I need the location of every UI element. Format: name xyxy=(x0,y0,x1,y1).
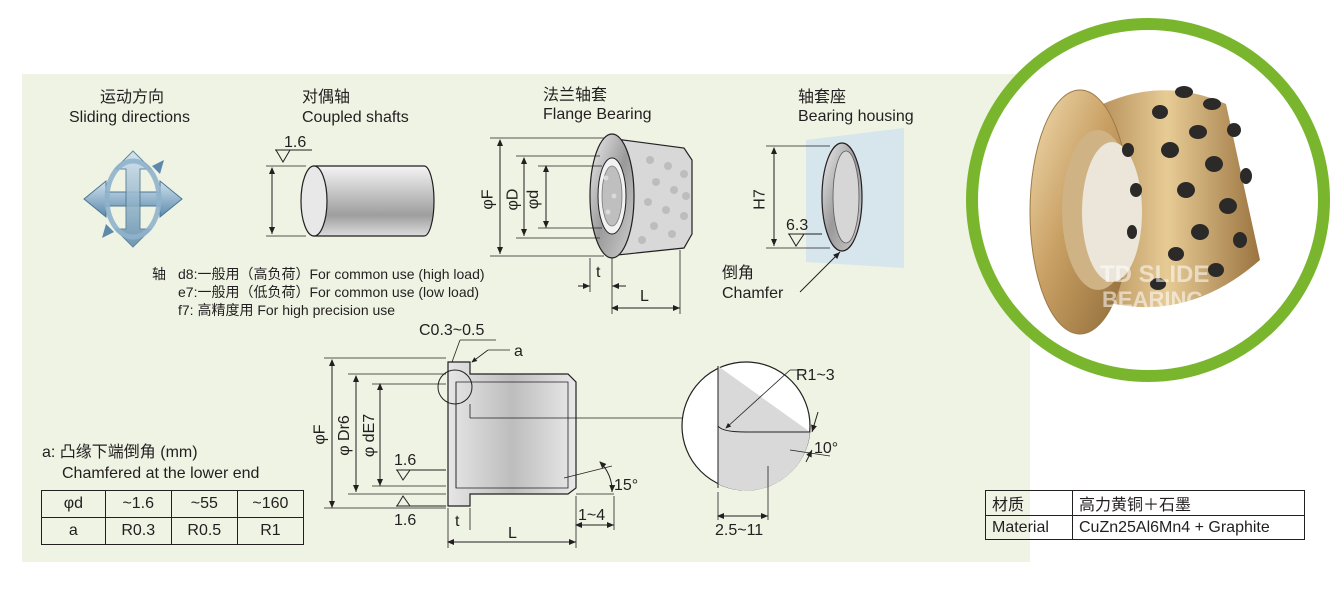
detail-width: 2.5~11 xyxy=(715,522,764,539)
section-t: t xyxy=(455,513,460,530)
coupled-shaft-drawing xyxy=(266,149,435,237)
shaft-tolerance-prefix: 轴 xyxy=(152,266,166,282)
section-a: a xyxy=(514,343,523,360)
section-dim-d: φ dE7 xyxy=(361,413,379,458)
housing-title-en: Bearing housing xyxy=(798,108,914,125)
material-row: 材质 高力黄铜＋石墨 xyxy=(985,490,1305,516)
bearing-housing-drawing xyxy=(766,128,904,293)
flange-bearing-drawing xyxy=(490,133,693,314)
table-cell: ~1.6 xyxy=(104,490,172,518)
chamfer-note-en: Chamfered at the lower end xyxy=(62,465,260,482)
table-cell: φd xyxy=(41,490,106,518)
housing-title-cn: 轴套座 xyxy=(798,89,847,106)
section-groove-depth: 1~4 xyxy=(578,507,606,524)
section-roughness-top: 1.6 xyxy=(394,452,417,469)
detail-angle: 10° xyxy=(814,440,839,457)
shaft-tolerance-line: e7:一般用（低负荷）For common use (low load) xyxy=(178,284,480,300)
shaft-roughness: 1.6 xyxy=(284,134,307,151)
housing-fit: H7 xyxy=(751,189,769,210)
table-cell: ~160 xyxy=(236,490,305,518)
sliding-title-en: Sliding directions xyxy=(69,109,190,126)
table-cell: ~55 xyxy=(170,490,238,518)
flange-title-cn: 法兰轴套 xyxy=(543,87,608,104)
product-photo xyxy=(966,18,1330,382)
flange-dim-d: φd xyxy=(525,189,543,210)
shaft-tolerance-line: d8:一般用（高负荷）For common use (high load) xyxy=(178,266,485,282)
chamfer-note-cn: a: 凸缘下端倒角 (mm) xyxy=(42,444,198,461)
detail-circle-drawing xyxy=(681,361,831,520)
shaft-tolerance-line: f7: 高精度用 For high precision use xyxy=(178,302,396,318)
material-table: 材质 高力黄铜＋石墨 Material CuZn25Al6Mn4 + Graph… xyxy=(985,490,1305,540)
shafts-title-cn: 对偶轴 xyxy=(302,89,351,106)
chamfer-table-row: a R0.3 R0.5 R1 xyxy=(41,517,305,545)
section-roughness-bottom: 1.6 xyxy=(394,512,417,529)
sliding-title-cn: 运动方向 xyxy=(100,89,165,106)
section-chamfer: C0.3~0.5 xyxy=(419,322,485,339)
housing-roughness: 6.3 xyxy=(786,217,809,234)
chamfer-table: φd ~1.6 ~55 ~160 a R0.3 R0.5 R1 xyxy=(41,490,305,545)
material-row: Material CuZn25Al6Mn4 + Graphite xyxy=(985,515,1305,540)
photo-watermark-1: TD SLIDE xyxy=(1100,261,1210,288)
table-cell: R0.5 xyxy=(170,517,238,545)
table-cell: a xyxy=(41,517,106,545)
section-dim-D: φ Dr6 xyxy=(335,415,353,456)
material-value: CuZn25Al6Mn4 + Graphite xyxy=(1072,515,1305,540)
section-angle: 15° xyxy=(614,477,639,494)
photo-watermark-2: BEARING xyxy=(1102,287,1204,312)
table-cell: R1 xyxy=(236,517,305,545)
housing-chamfer-en: Chamfer xyxy=(722,285,784,302)
flange-dim-L: L xyxy=(640,288,649,305)
flange-dim-t: t xyxy=(596,264,601,281)
material-label: 材质 xyxy=(985,490,1073,516)
flange-title-en: Flange Bearing xyxy=(543,106,652,123)
chamfer-table-header: φd ~1.6 ~55 ~160 xyxy=(41,490,305,518)
table-cell: R0.3 xyxy=(104,517,172,545)
flange-dim-D: φD xyxy=(504,188,522,211)
detail-radius: R1~3 xyxy=(796,367,835,384)
shafts-title-en: Coupled shafts xyxy=(302,109,409,126)
material-value: 高力黄铜＋石墨 xyxy=(1072,490,1305,516)
section-view-drawing xyxy=(324,339,732,548)
section-dim-F: φF xyxy=(311,424,329,445)
material-label: Material xyxy=(985,515,1073,540)
sliding-directions-icon xyxy=(83,150,183,248)
section-L: L xyxy=(508,525,517,542)
housing-chamfer-cn: 倒角 xyxy=(722,265,755,282)
flange-dim-F: φF xyxy=(479,189,497,210)
